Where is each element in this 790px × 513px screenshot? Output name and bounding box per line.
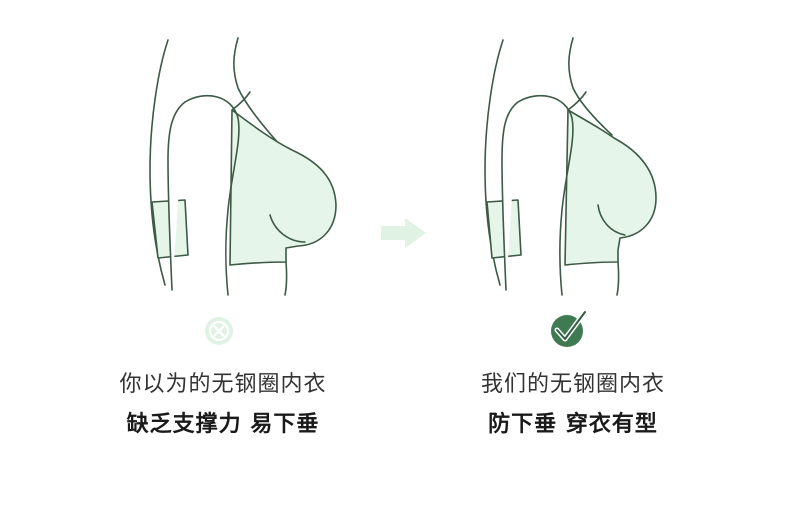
arrow-right-icon — [381, 218, 426, 248]
check-badge-icon — [551, 309, 588, 347]
left-title: 你以为的无钢圈内衣 — [119, 372, 327, 397]
left-subtitle: 缺乏支撑力 易下垂 — [126, 412, 320, 437]
cross-circle-icon — [205, 317, 233, 345]
right-subtitle: 防下垂 穿衣有型 — [488, 412, 658, 437]
left-caption: 你以为的无钢圈内衣 缺乏支撑力 易下垂 — [73, 366, 373, 438]
right-title: 我们的无钢圈内衣 — [480, 372, 665, 397]
right-caption: 我们的无钢圈内衣 防下垂 穿衣有型 — [423, 366, 723, 438]
left-figure — [149, 37, 337, 296]
right-figure — [484, 37, 657, 296]
